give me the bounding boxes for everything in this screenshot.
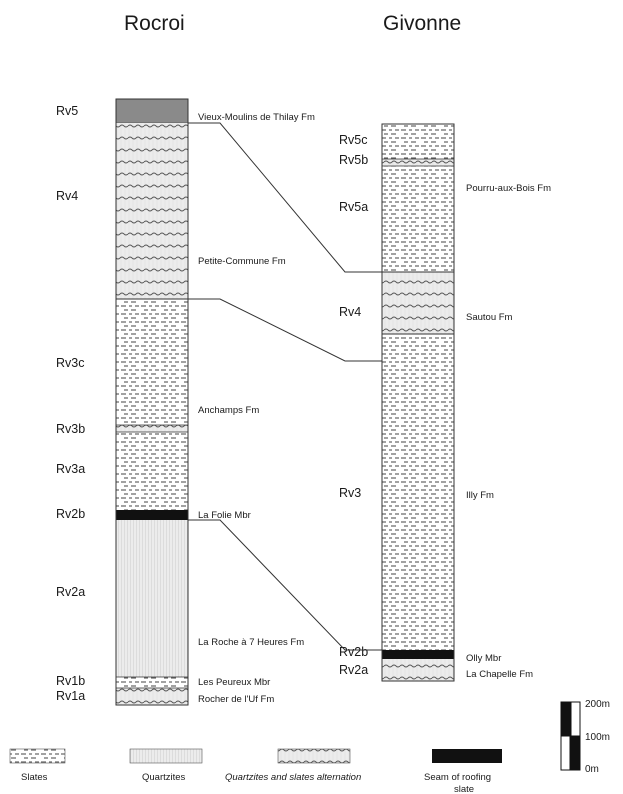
givonne-formation-labels: Pourru-aux-Bois Fm Sautou Fm Illy Fm Oll… (466, 183, 551, 680)
givonne-unit-rv2b: Rv2b (339, 645, 368, 659)
rocroi-unit-rv2b: Rv2b (56, 507, 85, 521)
legend-label-slates: Slates (21, 772, 48, 783)
correlation-line-rv5 (188, 122, 382, 273)
rocroi-unit-rv3c: Rv3c (56, 356, 84, 370)
givonne-unit-rv5a: Rv5a (339, 200, 368, 214)
givonne-column (381, 123, 455, 682)
rocroi-fm-rocher: Rocher de l'Uf Fm (198, 694, 274, 705)
legend-swatch-alternation (277, 748, 351, 764)
givonne-rv2a-layer (382, 659, 454, 681)
rv3c-layer (116, 299, 188, 425)
rocroi-unit-rv3b: Rv3b (56, 422, 85, 436)
rocroi-fm-petite-commune: Petite-Commune Fm (198, 256, 286, 267)
givonne-unit-rv5b: Rv5b (339, 153, 368, 167)
rocroi-fm-la-folie: La Folie Mbr (198, 510, 251, 521)
scale-label-0m: 0m (585, 764, 599, 775)
legend-swatch-slates (9, 748, 66, 764)
givonne-unit-labels: Rv5c Rv5b Rv5a Rv4 Rv3 Rv2b Rv2a (339, 133, 368, 677)
givonne-fm-sautou: Sautou Fm (466, 312, 513, 323)
rv4-layer (116, 123, 188, 299)
givonne-rv4-layer (382, 272, 454, 334)
givonne-fm-pourru: Pourru-aux-Bois Fm (466, 183, 551, 194)
rv2b-roofing-seam (116, 510, 188, 520)
rv5a-layer (382, 166, 454, 272)
legend-swatch-quartzites (129, 748, 203, 764)
givonne-title: Givonne (383, 12, 461, 35)
givonne-unit-rv5c: Rv5c (339, 133, 367, 147)
rocroi-fm-vieux-moulins: Vieux-Moulins de Thilay Fm (198, 112, 315, 123)
legend-label-quartzites: Quartzites (142, 772, 186, 783)
legend-label-roofing-line1: Seam of roofing (424, 772, 491, 783)
givonne-fm-la-chapelle: La Chapelle Fm (466, 669, 533, 680)
rv3-layer (382, 334, 454, 650)
rv3b-layer (116, 425, 188, 432)
rocroi-column (115, 98, 189, 706)
rocroi-fm-anchamps: Anchamps Fm (198, 405, 259, 416)
givonne-unit-rv3: Rv3 (339, 486, 361, 500)
rv5b-layer (382, 159, 454, 166)
legend-swatch-roofing-slate (432, 749, 502, 763)
rv3a-layer (116, 432, 188, 510)
rocroi-unit-rv2a: Rv2a (56, 585, 85, 599)
rv5c-layer (382, 124, 454, 159)
rocroi-formation-labels: Vieux-Moulins de Thilay Fm Petite-Commun… (198, 112, 315, 705)
rocroi-unit-rv1a: Rv1a (56, 689, 85, 703)
rv1b-layer (116, 677, 188, 688)
givonne-fm-olly: Olly Mbr (466, 653, 501, 664)
rocroi-unit-rv1b: Rv1b (56, 674, 85, 688)
legend: Slates Quartzites Quartzites and slates … (9, 748, 502, 794)
rocroi-unit-rv5: Rv5 (56, 104, 78, 118)
rocroi-fm-la-roche: La Roche à 7 Heures Fm (198, 637, 304, 648)
rv5-layer (115, 98, 189, 124)
scale-bar: 200m 100m 0m (560, 699, 610, 775)
givonne-fm-illy: Illy Fm (466, 490, 494, 501)
rv2a-layer (116, 520, 188, 677)
legend-label-roofing-line2: slate (454, 784, 474, 794)
correlation-line-rv3 (188, 298, 382, 362)
givonne-unit-rv2a: Rv2a (339, 663, 368, 677)
rv1a-layer (116, 688, 188, 705)
rocroi-unit-labels: Rv5 Rv4 Rv3c Rv3b Rv3a Rv2b Rv2a Rv1b Rv… (56, 104, 85, 703)
correlation-line-rv2 (188, 519, 382, 651)
rocroi-unit-rv4: Rv4 (56, 189, 78, 203)
olly-roofing-seam (382, 650, 454, 659)
legend-label-alternation: Quartzites and slates alternation (225, 772, 361, 783)
scale-label-200m: 200m (585, 699, 610, 710)
rocroi-unit-rv3a: Rv3a (56, 462, 85, 476)
correlation-lines (188, 122, 382, 651)
scale-label-100m: 100m (585, 732, 610, 743)
rocroi-title: Rocroi (124, 12, 185, 35)
rocroi-fm-les-peureux: Les Peureux Mbr (198, 677, 270, 688)
givonne-unit-rv4: Rv4 (339, 305, 361, 319)
